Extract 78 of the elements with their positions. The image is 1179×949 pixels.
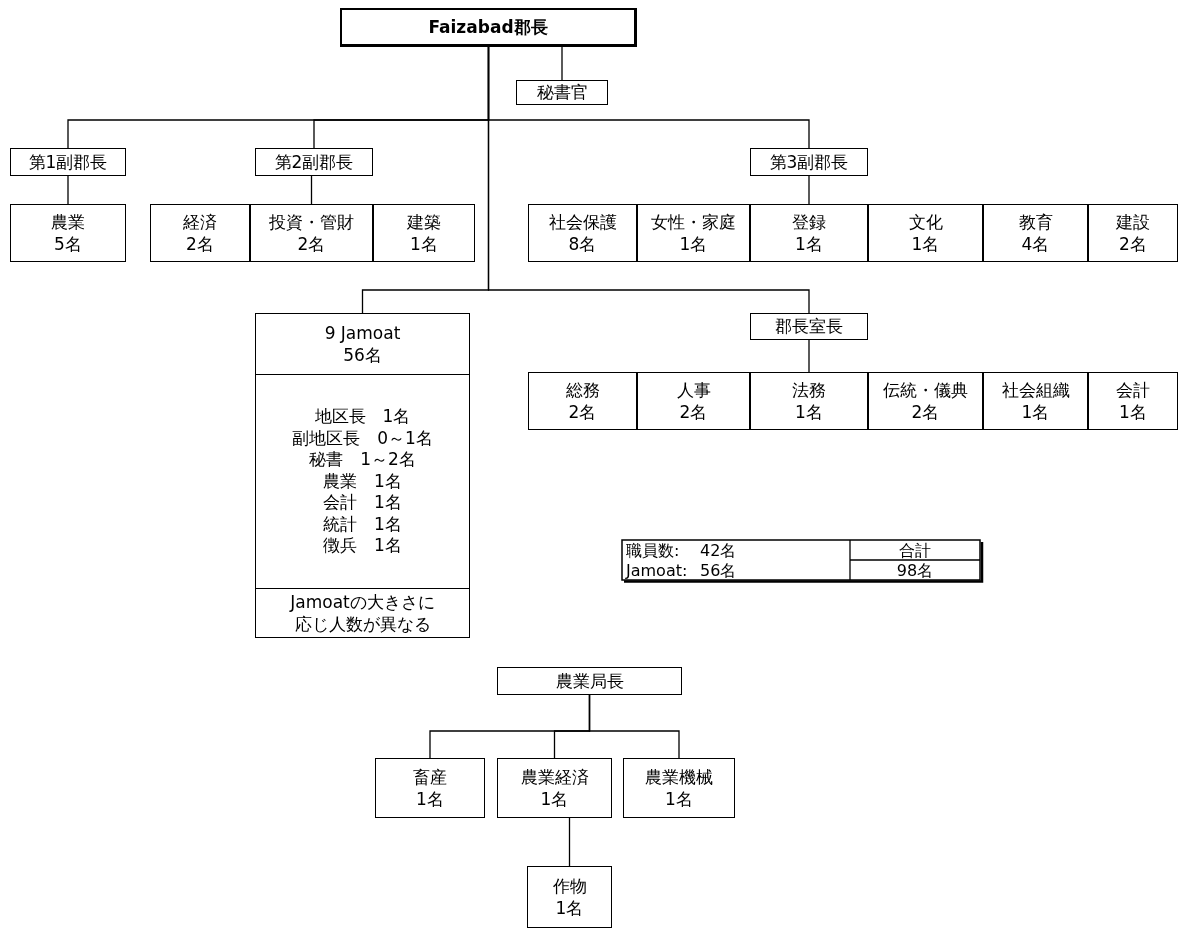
- department-box: [497, 758, 612, 818]
- position-title: 郡長室長: [775, 315, 843, 338]
- staff-row: 会計 1名: [323, 492, 402, 514]
- title-box: [516, 80, 608, 105]
- position-title: 秘書官: [536, 81, 588, 104]
- staff-row: 秘書 1～2名: [309, 449, 416, 471]
- department-label: 作物 1名: [552, 874, 587, 920]
- department-label: 会計 1名: [1116, 378, 1150, 424]
- department-label: 伝統・儀典 2名: [883, 378, 968, 424]
- department-box: [375, 758, 485, 818]
- department-box: [637, 372, 750, 430]
- department-box: [637, 204, 750, 262]
- department-box: [750, 372, 868, 430]
- department-box: [10, 204, 126, 262]
- department-label: 農業 5名: [51, 210, 85, 256]
- department-label: 社会組織 1名: [1001, 378, 1070, 424]
- position-title: 第2副郡長: [274, 150, 354, 174]
- staff-row: 副地区長 0～1名: [292, 427, 433, 450]
- department-box: [373, 204, 475, 262]
- department-label: 総務 2名: [565, 378, 600, 424]
- title-box: [750, 313, 868, 340]
- staff-row: 統計 1名: [323, 513, 402, 536]
- connector-line: [561, 46, 563, 81]
- connector-line: [310, 175, 313, 205]
- head-box: [340, 8, 637, 47]
- connector-line: [568, 817, 571, 867]
- title-box: [497, 667, 682, 695]
- department-box: [528, 204, 637, 262]
- table-cell-text: 42名: [700, 541, 737, 562]
- department-label: 文化 1名: [908, 210, 943, 256]
- jamoat-note: Jamoatの大きさに応じ人数が異なる: [288, 590, 436, 636]
- department-label: 農業経済 1名: [520, 765, 589, 811]
- table-cell-text: 職員数:: [626, 541, 680, 562]
- department-label: 畜産 1名: [413, 765, 447, 811]
- position-title: 第1副郡長: [28, 150, 108, 174]
- department-label: 農業機械 1名: [645, 765, 713, 811]
- jamoat-box: [255, 313, 470, 638]
- department-box: [983, 204, 1088, 262]
- department-label: 登録 1名: [792, 210, 826, 256]
- department-box: [1088, 372, 1178, 430]
- department-label: 法務 1名: [792, 378, 826, 424]
- department-box: [868, 204, 983, 262]
- department-box: [150, 204, 250, 262]
- department-box: [983, 372, 1088, 430]
- department-box: [623, 758, 735, 818]
- department-label: 建築 1名: [407, 210, 441, 256]
- department-box: [750, 204, 868, 262]
- department-label: 建設 2名: [1116, 210, 1150, 256]
- department-box: [1088, 204, 1178, 262]
- table-cell-text: 56名: [700, 561, 737, 582]
- table-cell-text: 98名: [896, 561, 934, 582]
- connector-line: [487, 46, 810, 314]
- position-title: Faizabad郡長: [428, 15, 548, 39]
- title-box: [255, 148, 373, 176]
- staff-row: 農業 1名: [323, 470, 402, 493]
- department-box: [868, 372, 983, 430]
- department-box: [527, 866, 612, 928]
- table-cell-text: Jamoat:: [626, 561, 688, 580]
- position-title: 農業局長: [555, 669, 624, 693]
- connector-line: [588, 694, 680, 759]
- title-box: [750, 148, 868, 176]
- department-label: 人事 2名: [676, 378, 711, 424]
- department-label: 投資・管財 2名: [269, 210, 354, 256]
- staff-row: 徴兵 1名: [323, 535, 402, 557]
- connector-line: [808, 175, 810, 205]
- table-cell-text: 合計: [899, 541, 931, 562]
- department-label: 教育 4名: [1018, 210, 1053, 256]
- connector-line: [67, 175, 69, 205]
- department-label: 経済 2名: [183, 210, 217, 256]
- department-box: [250, 204, 373, 262]
- connector-line: [808, 339, 810, 373]
- jamoat-heading: 9 Jamoat 56名: [323, 321, 402, 367]
- staff-row: 地区長 1名: [314, 405, 411, 428]
- position-title: 第3副郡長: [769, 150, 849, 174]
- title-box: [10, 148, 126, 176]
- department-box: [528, 372, 637, 430]
- department-label: 女性・家庭 1名: [651, 210, 736, 256]
- department-label: 社会保護 8名: [548, 210, 617, 256]
